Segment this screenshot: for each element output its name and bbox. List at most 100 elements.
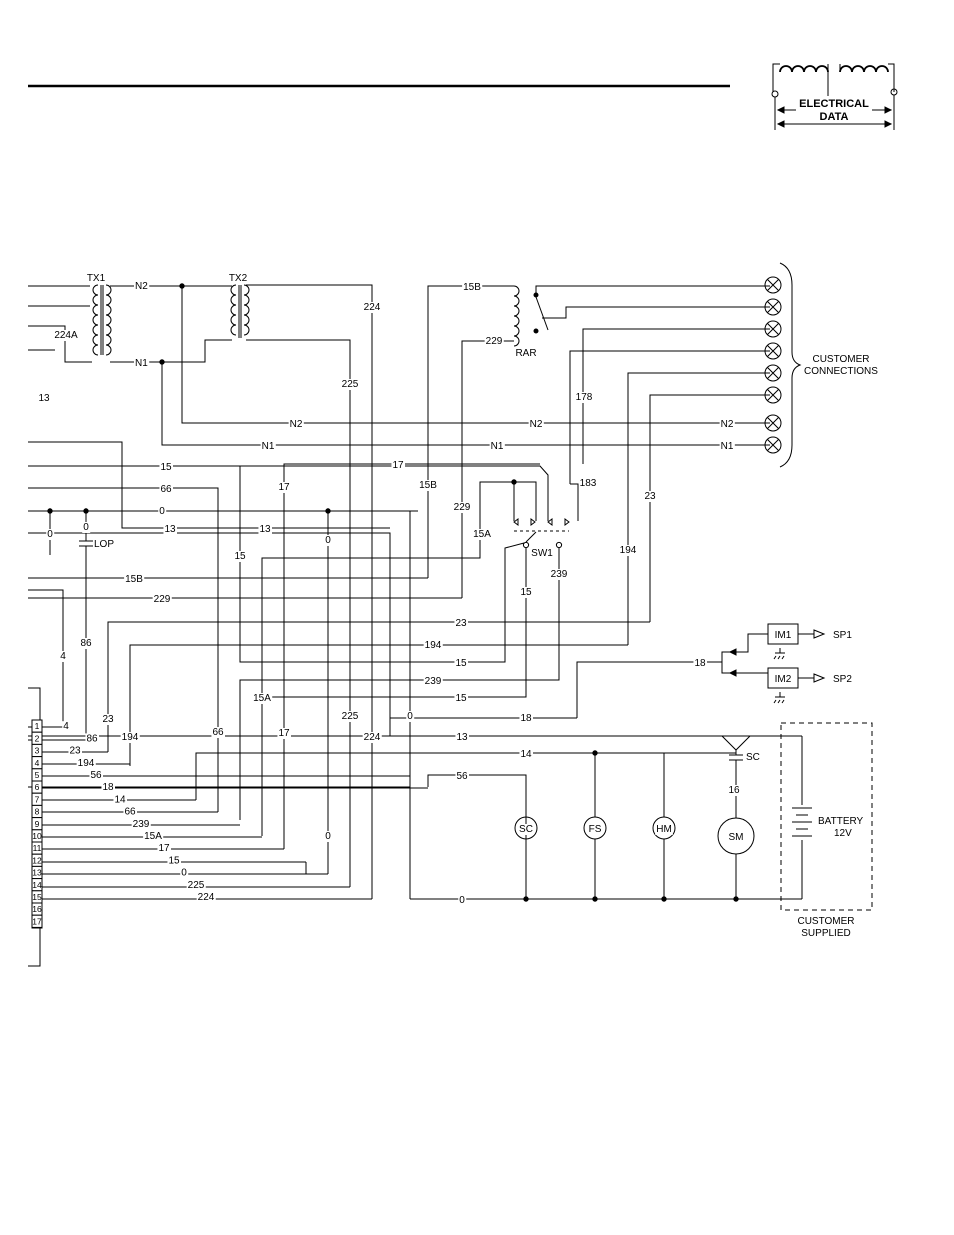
terminal-number: 14 [32,880,42,890]
terminal-number: 8 [35,807,40,817]
wire-label-224-top: 224 [364,302,381,313]
label-backing [186,879,206,891]
wire-label-239-mid: 239 [425,676,442,687]
wire-label-17-b: 17 [278,482,290,493]
sp1-label: SP1 [833,630,852,641]
label-backing [288,419,304,430]
wire-label-0-lop: 0 [83,522,89,533]
label-backing [196,892,216,903]
label-backing [340,379,360,390]
label-backing [452,502,472,513]
label-backing [472,529,493,540]
label-backing [455,732,469,743]
label-backing [258,524,272,535]
sc-transistor-label: SC [746,752,760,763]
terminal-number: 10 [32,831,42,841]
terminal-number: 13 [32,868,42,878]
customer-terminals: CUSTOMER CONNECTIONS [764,262,880,468]
sw1-label: SW1 [531,548,553,559]
hm-label: HM [656,824,672,835]
label-backing [85,273,107,284]
label-backing [832,630,854,641]
wire-label-n2-mid: N2 [290,419,303,430]
wire-label-0-b: 0 [325,535,331,546]
hm-device-icon [652,816,676,840]
label-backing [587,824,603,835]
wire-label-0-a: 0 [159,506,165,517]
label-backing [340,711,360,722]
customer-conn-line2: CONNECTIONS [804,366,878,377]
label-backing [113,794,127,806]
label-backing [62,721,71,733]
label-backing [574,392,594,403]
label-backing [82,522,91,533]
terminal-number: 12 [32,855,42,865]
label-backing [462,282,483,293]
label-backing [277,482,291,493]
wire-label-15-c: 15 [455,693,467,704]
wire-label-13-left: 13 [38,393,50,404]
sc-device-icon [514,816,538,840]
customer-supplied-line1: CUSTOMER [797,916,854,927]
transformer-wiring [28,283,770,899]
switch-sw1: SW1 [28,465,579,899]
wire-label-229-mid: 229 [454,502,471,513]
label-backing [391,460,405,471]
wire-label-15-vert: 15 [234,551,246,562]
fs-device-icon [583,816,607,840]
terminal-strip [28,687,428,967]
label-backing [233,551,247,562]
label-backing [406,711,415,722]
terminal-wire-label: 239 [133,819,150,830]
label-backing [93,539,116,550]
wire-label-0-d: 0 [325,831,331,842]
wire-label-225-top: 225 [342,379,359,390]
lop-label: LOP [94,539,114,550]
terminal-wire-label: 4 [63,721,69,732]
label-backing [159,484,173,495]
terminal-number: 7 [35,794,40,804]
terminal-wire-label: 14 [114,794,126,805]
terminal-wire-label: 15A [144,831,162,842]
label-backing [803,366,880,377]
terminal-wire-label: 56 [90,770,102,781]
label-backing [455,771,469,782]
wire-label-183-vert: 183 [580,478,597,489]
label-backing [79,638,93,649]
label-backing [277,728,291,739]
label-backing [727,785,741,796]
label-backing [362,732,382,743]
coil-right-icon [839,65,889,73]
wire-label-n2-term: N2 [721,419,734,430]
wire-label-56-mid: 56 [456,771,468,782]
customer-brace [779,262,802,468]
wire-label-194-vert: 194 [620,545,637,556]
fs-label: FS [589,824,602,835]
label-backing [643,491,657,502]
sp2-label: SP2 [833,674,852,685]
label-backing [454,693,468,704]
im2-label: IM2 [775,674,792,685]
label-backing [693,658,707,669]
wire-label-15-b: 15 [455,658,467,669]
wire-label-86-vert: 86 [80,638,92,649]
label-backing [227,273,249,284]
wire-label-224a: 224A [54,330,78,341]
relay-rar: RAR [427,285,770,598]
wire-label-0-c: 0 [407,711,413,722]
label-backing [211,727,225,738]
label-backing [76,757,96,769]
coil-left-icon [779,65,829,73]
wire-label-18-mid: 18 [520,713,532,724]
label-backing [519,587,533,598]
label-backing [745,752,761,763]
label-backing [719,419,735,430]
wire-label-229-low: 229 [154,594,171,605]
wire-label-194-vert-left: 194 [122,732,139,743]
label-backing [423,676,443,687]
label-backing [484,336,504,347]
label-backing [101,782,115,794]
terminal-number: 17 [32,916,42,926]
wire-label-15a-sw: 15A [473,529,491,540]
terminal-number: 5 [35,770,40,780]
